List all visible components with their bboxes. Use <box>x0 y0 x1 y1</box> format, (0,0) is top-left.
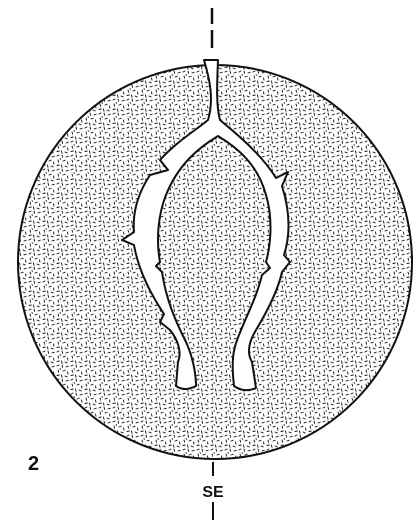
figure-number: 2 <box>28 453 39 475</box>
axis-label: SE <box>202 484 224 501</box>
